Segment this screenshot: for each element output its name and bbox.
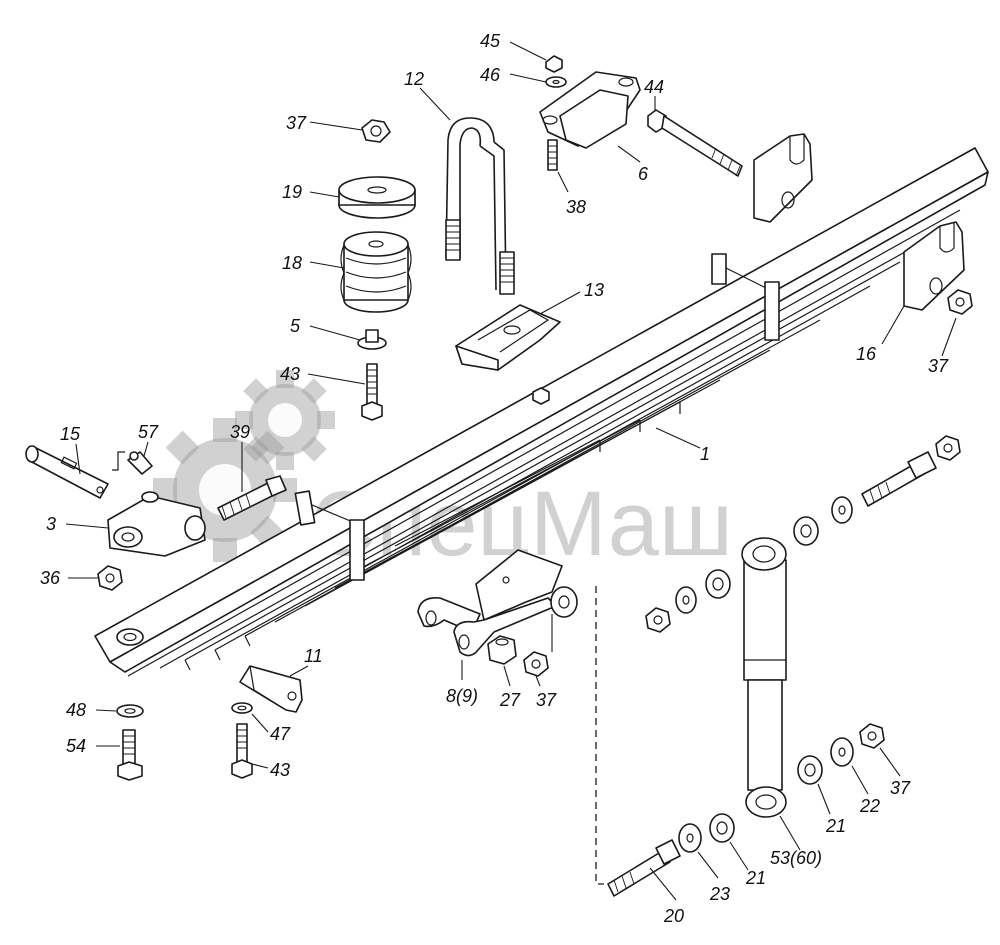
callout-43-upper: 43 xyxy=(280,364,300,384)
upper-pin xyxy=(861,451,937,507)
plate-nut xyxy=(947,289,973,315)
u-bolt xyxy=(445,117,515,295)
callout-20: 20 xyxy=(663,906,684,926)
top-plate-bolt xyxy=(547,139,558,171)
rubber-buffer xyxy=(340,231,412,313)
lower-washer-23 xyxy=(678,823,702,853)
callout-6: 6 xyxy=(638,164,649,184)
upper-bushing xyxy=(793,516,819,546)
shock-bracket xyxy=(417,549,578,657)
lower-pin xyxy=(607,839,681,897)
callout-8-9: 8(9) xyxy=(446,686,478,706)
top-plate-nut xyxy=(545,55,563,73)
alignment-line xyxy=(595,586,604,885)
callout-37-top: 37 xyxy=(286,113,307,133)
spring-clip xyxy=(239,665,303,713)
right-nut-37 xyxy=(859,723,885,749)
right-washer-22 xyxy=(830,737,854,767)
buffer-washer xyxy=(338,176,416,219)
callout-39: 39 xyxy=(230,422,250,442)
callout-18: 18 xyxy=(282,253,302,273)
callout-19: 19 xyxy=(282,182,302,202)
leader-lines xyxy=(65,41,957,901)
callout-53-60: 53(60) xyxy=(770,848,822,868)
callout-21-right: 21 xyxy=(825,816,846,836)
callout-3: 3 xyxy=(46,514,56,534)
callout-16: 16 xyxy=(856,344,877,364)
callout-13: 13 xyxy=(584,280,604,300)
mid-nut xyxy=(645,607,671,633)
callout-1: 1 xyxy=(700,444,710,464)
lower-bushing-21 xyxy=(709,813,735,843)
callout-12: 12 xyxy=(404,69,424,89)
callout-37-right: 37 xyxy=(928,356,949,376)
bracket-nut xyxy=(97,565,123,591)
top-plate xyxy=(539,71,641,149)
callout-27: 27 xyxy=(499,690,521,710)
spring-pin xyxy=(25,445,109,499)
callout-21-lower: 21 xyxy=(745,868,766,888)
bracket-bolt xyxy=(217,475,287,521)
bracket-plate-upper xyxy=(753,133,813,223)
spring-bracket-front xyxy=(107,491,206,557)
callout-37-bracket: 37 xyxy=(536,690,557,710)
nut-37-bracket xyxy=(523,651,549,677)
watermark-gear-small-icon xyxy=(235,370,335,470)
callout-44: 44 xyxy=(644,77,664,97)
callout-46: 46 xyxy=(480,65,501,85)
bolt-54 xyxy=(117,729,143,781)
callout-45: 45 xyxy=(480,31,501,51)
callout-5: 5 xyxy=(290,316,301,336)
upper-washer xyxy=(831,496,853,524)
long-bolt xyxy=(647,109,743,177)
callout-37-bottom: 37 xyxy=(890,778,911,798)
buffer-nut xyxy=(361,119,391,143)
leaf-spring xyxy=(94,147,989,677)
buffer-cup xyxy=(357,329,387,350)
top-plate-washer xyxy=(545,76,567,88)
bracket-plate-lower xyxy=(903,221,965,311)
upper-pin-nut xyxy=(935,435,961,461)
callout-11: 11 xyxy=(304,646,323,666)
mid-bushing xyxy=(705,569,731,599)
right-bushing-21 xyxy=(797,755,823,785)
u-bolt-pad xyxy=(455,304,561,371)
washer-48 xyxy=(116,704,144,718)
callout-47: 47 xyxy=(270,724,291,744)
callout-57: 57 xyxy=(138,422,159,442)
callout-38: 38 xyxy=(566,197,586,217)
rebound-clamp-front xyxy=(294,490,365,581)
shock-absorber xyxy=(741,537,787,818)
callout-43-lower: 43 xyxy=(270,760,290,780)
grease-fitting xyxy=(112,451,153,475)
mid-washer xyxy=(675,586,697,614)
callout-23: 23 xyxy=(709,884,730,904)
callout-15: 15 xyxy=(60,424,81,444)
callout-labels: 45 46 12 37 44 6 38 19 18 13 5 43 16 37 … xyxy=(40,31,949,926)
buffer-bolt xyxy=(361,363,383,421)
bolt-43-lower xyxy=(231,723,253,779)
rebound-clamp-rear xyxy=(711,253,780,341)
callout-48: 48 xyxy=(66,700,86,720)
washer-47 xyxy=(231,702,253,714)
callout-54: 54 xyxy=(66,736,86,756)
callout-36: 36 xyxy=(40,568,61,588)
nut-27 xyxy=(487,635,517,665)
callout-22: 22 xyxy=(859,796,880,816)
